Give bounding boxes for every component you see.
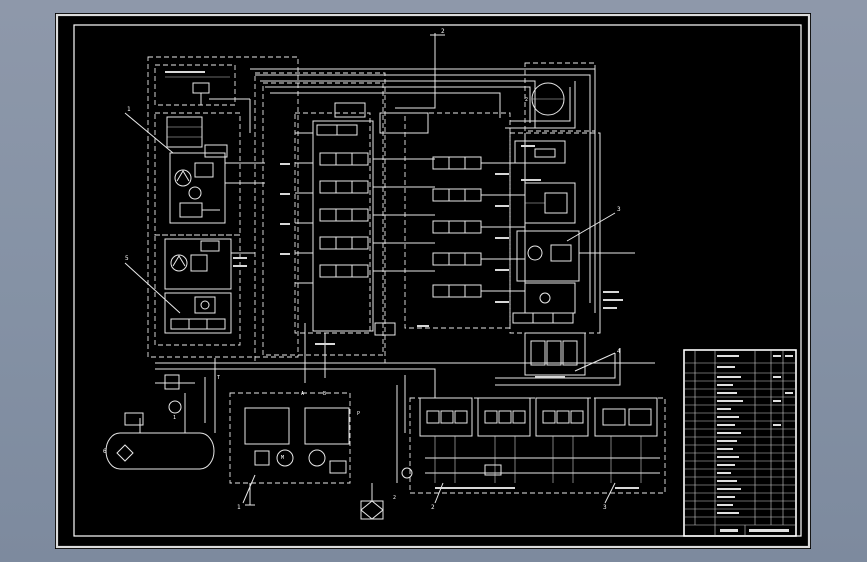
central-valve-stack [294, 102, 435, 336]
callout-label: 5 [125, 255, 129, 262]
callout-label: 2 [431, 504, 435, 511]
port-label: P [357, 411, 360, 417]
inner-border [73, 24, 802, 537]
pump-block [229, 392, 351, 506]
drawing-sheet: 1 5 2 3 4 6 1 2 3 2 A B M P T 1 2 [55, 13, 811, 549]
port-label: M [281, 455, 284, 461]
port-label: 1 [173, 415, 176, 421]
port-label: B [323, 391, 326, 397]
left-valve-group-2 [164, 238, 255, 334]
left-valve-group-1 [166, 116, 265, 224]
valve-bank [409, 397, 666, 494]
callout-label: 2 [525, 97, 528, 103]
port-label: 2 [393, 495, 396, 501]
top-pipes [250, 33, 596, 313]
hydraulic-schematic: 1 5 2 3 4 6 1 2 3 2 A B M P T 1 2 [55, 13, 811, 549]
port-label: A [301, 391, 304, 397]
callout-label: 3 [603, 504, 607, 511]
main-lines [155, 323, 655, 483]
right-valve-group [509, 132, 635, 334]
filter [360, 467, 413, 520]
left-dashed-loops [147, 56, 386, 364]
motor-symbol [524, 62, 596, 132]
annotation-marks [165, 71, 639, 489]
callout-label: 3 [617, 206, 621, 213]
title-block [683, 349, 797, 537]
callout-label: 4 [617, 348, 621, 355]
outer-border [55, 13, 811, 549]
right-small-valves [495, 332, 621, 386]
callout-labels: 1 5 2 3 4 6 1 2 3 2 [103, 28, 621, 511]
port-label: T [217, 375, 220, 381]
tank-and-pump [105, 374, 215, 470]
callout-label: 1 [237, 504, 241, 511]
callout-label: 2 [441, 28, 445, 35]
directional-valves [404, 112, 526, 329]
callout-label: 6 [103, 448, 107, 455]
port-letters: A B M P T 1 2 [173, 375, 396, 501]
leader-lines [124, 112, 616, 504]
callout-label: 1 [127, 106, 131, 113]
top-left-block [154, 64, 251, 133]
